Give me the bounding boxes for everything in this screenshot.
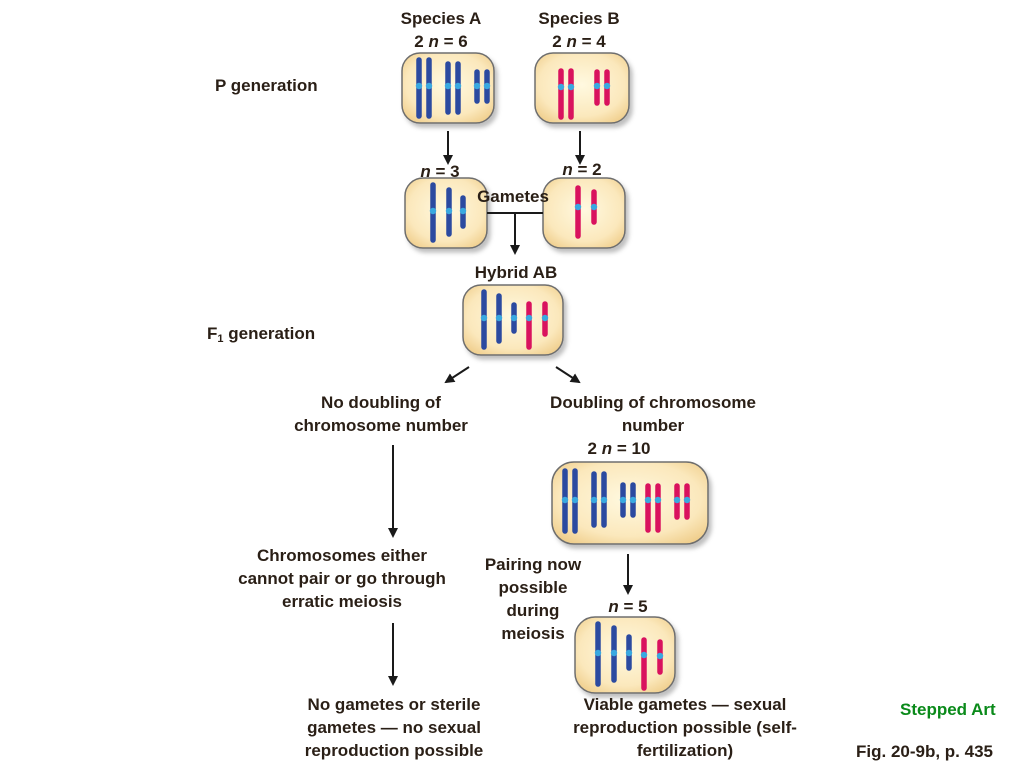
- viable-outcome-label: Viable gametes — sexual reproduction pos…: [573, 695, 797, 760]
- hybrid-ab-cell: [462, 284, 564, 356]
- viable-gamete-ploidy: n = 5: [608, 597, 648, 616]
- gamete-b-ploidy: n = 2: [562, 160, 602, 179]
- hybrid-ab-label: Hybrid AB: [474, 263, 558, 282]
- viable-gamete-cell: [574, 616, 676, 694]
- species-a-label: Species A 2 n = 6: [385, 7, 497, 53]
- species-b-ploidy: 2 n = 4: [552, 32, 606, 51]
- species-a-cell: [401, 52, 495, 124]
- figure-caption: Fig. 20-9b, p. 435: [856, 742, 993, 761]
- f1-generation-label: F1 generation: [207, 324, 316, 345]
- doubled-ploidy: 2 n = 10: [587, 439, 651, 458]
- arrow-to-doubling: [555, 366, 581, 384]
- no-doubling-label: No doubling of chromosome number: [294, 393, 468, 435]
- arrow-to-no-doubling: [444, 366, 470, 384]
- species-b-label: Species B 2 n = 4: [523, 7, 635, 53]
- doubled-cell: [551, 461, 709, 545]
- gamete-b-cell: [542, 177, 626, 249]
- erratic-meiosis-label: Chromosomes either cannot pair or go thr…: [238, 546, 446, 611]
- pairing-label: Pairing now possible during meiosis: [484, 555, 582, 643]
- gamete-a-ploidy: n = 3: [420, 162, 460, 181]
- sterile-outcome-label: No gametes or sterile gametes — no sexua…: [304, 695, 484, 760]
- p-generation-label: P generation: [215, 76, 318, 95]
- gamete-a-cell: [404, 177, 488, 249]
- stepped-art-label: Stepped Art: [900, 700, 996, 719]
- doubling-label: Doubling of chromosome number: [550, 393, 756, 435]
- gametes-label: Gametes: [477, 187, 549, 206]
- species-b-cell: [534, 52, 630, 124]
- species-a-ploidy: 2 n = 6: [414, 32, 468, 51]
